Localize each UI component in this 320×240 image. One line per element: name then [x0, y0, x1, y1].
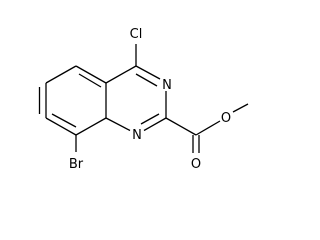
- bond-ccarbonyl-oester: [195, 120, 221, 136]
- bond-n1-c8a: [105, 117, 131, 132]
- bond-c5-c6: [45, 65, 77, 84]
- bond-c4-n3-inner: [135, 73, 158, 87]
- bond-c8-c8b: [75, 117, 107, 136]
- atom-label-br: Br: [69, 157, 84, 172]
- bond-c4-n3: [135, 65, 161, 80]
- bond-c6-c7-inner: [78, 73, 102, 88]
- bond-lines: [38, 44, 249, 153]
- bond-c6-c7: [75, 65, 107, 84]
- atom-label-cl: Cl: [130, 27, 143, 42]
- atom-label-n1: N: [132, 128, 142, 143]
- bond-c2-n1-inner: [140, 113, 160, 125]
- bond-c2-n1: [143, 117, 167, 132]
- atom-labels: Cl N N Br O O: [69, 27, 231, 172]
- atom-label-o-carbonyl: O: [191, 157, 201, 172]
- bond-c8b-c8a-inner: [51, 113, 77, 128]
- bond-c4a-c4: [105, 65, 137, 84]
- molecule-structure: Cl N N Br O O: [38, 27, 249, 172]
- bond-c8b-c8a: [45, 117, 77, 136]
- atom-label-n3: N: [162, 78, 172, 93]
- atom-label-o-ester: O: [221, 111, 231, 126]
- bond-oester-methyl: [232, 103, 249, 113]
- bond-c2-ccarbonyl: [165, 117, 197, 136]
